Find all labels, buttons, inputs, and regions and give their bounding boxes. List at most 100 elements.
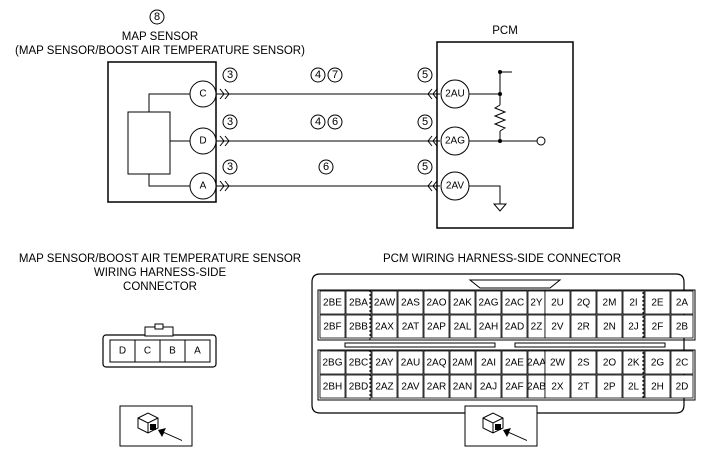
pcm-connector-cell-label: 2BC [349, 358, 368, 369]
pcm-connector-cell-label: 2BF [323, 322, 341, 333]
pcm-connector-title: PCM WIRING HARNESS-SIDE CONNECTOR [383, 253, 621, 265]
pcm-connector-cell [319, 290, 346, 315]
pcm-connector-cell [423, 314, 450, 339]
pcm-signal-terminal [536, 136, 546, 146]
pcm-connector-cell [644, 314, 671, 339]
pcm-connector-cell-label: 2C [676, 358, 689, 369]
pcm-connector-cell-label: 2L [628, 382, 640, 393]
pcm-connector-cell [319, 314, 346, 339]
wire-3-left-num-circle [222, 159, 238, 175]
pcm-pin-2av [440, 171, 470, 201]
pcm-connector-cell [397, 374, 424, 399]
pcm-connector-cell-label: 2AR [427, 382, 446, 393]
pcm-connector-cell-label: 2AB [527, 382, 546, 393]
sensor-connector-pin-c: C [144, 346, 151, 357]
pcm-connector-cell [544, 374, 571, 399]
pcm-connector-cell-label: 2J [628, 322, 639, 333]
pcm-connector-cell-label: 2Y [530, 298, 543, 309]
pcm-connector-cell-label: 2AY [375, 358, 393, 369]
sensor-box [107, 61, 217, 203]
sensor-terminal-chevron [219, 180, 230, 192]
ground-icon [492, 203, 508, 212]
wire-2-mid-num-a: 4 [315, 116, 321, 128]
pcm-connector-cell [570, 350, 597, 375]
pcm-connector-cell-label: 2AZ [375, 382, 393, 393]
pcm-connector-cell [397, 350, 424, 375]
pcm-connector-cell [345, 290, 372, 315]
pcm-connector-cell-label: 2AQ [426, 358, 446, 369]
pcm-connector-group-outline [642, 289, 696, 341]
pcm-block: PCM 2AU 2AG 2AV [436, 25, 574, 229]
sensor-connector-title-line-3: CONNECTOR [123, 281, 197, 293]
pcm-connector-cell-label: 2AD [505, 322, 524, 333]
pcm-connector-cell-label: 2T [578, 382, 590, 393]
pcm-connector-cell-label: 2AN [453, 382, 472, 393]
pcm-connector-cell [501, 374, 528, 399]
pcm-connector-group-outline [642, 349, 696, 401]
pcm-connector-cell [397, 314, 424, 339]
pcm-connector-cell-label: 2U [551, 298, 564, 309]
sensor-title: MAP SENSOR [122, 31, 198, 43]
wire-2-mid-num-a-circle [310, 114, 326, 130]
pcm-connector-cell [345, 350, 372, 375]
pcm-connector-cell-label: 2AX [375, 322, 394, 333]
pcm-connector-cell [596, 290, 623, 315]
pcm-connector-cell [544, 290, 571, 315]
pcm-connector-cell [371, 290, 398, 315]
pcm-connector-cell-label: 2AU [401, 358, 420, 369]
wire-1-right-num-circle [417, 67, 433, 83]
pcm-connector-cell [501, 350, 528, 375]
pcm-connector-cell-label: 2E [651, 298, 664, 309]
pcm-connector-cell-label: 2B [676, 322, 689, 333]
sensor-number-circle [149, 9, 165, 25]
sensor-connector-pin-a: A [194, 346, 201, 357]
pcm-connector-group-outline [317, 289, 371, 341]
pcm-connector-cell [371, 374, 398, 399]
sensor-connector-latch-tab [154, 323, 164, 330]
pcm-connector-cell-label: 2AE [505, 358, 524, 369]
pcm-pin-2av-label: 2AV [446, 181, 464, 192]
harness-wires: 3 3 3 4 7 4 6 6 5 5 5 [216, 67, 440, 192]
pcm-connector-cell-label: 2D [676, 382, 689, 393]
pcm-connector-cell [544, 350, 571, 375]
sensor-subtitle: (MAP SENSOR/BOOST AIR TEMPERATURE SENSOR… [15, 45, 305, 57]
pcm-connector-cell [423, 290, 450, 315]
pcm-connector-cell [449, 350, 476, 375]
pcm-connector-cell [622, 314, 645, 339]
pcm-connector-rail [344, 342, 666, 348]
pcm-connector-cell [622, 290, 645, 315]
pcm-connector-cell-label: 2AJ [480, 382, 497, 393]
pcm-connector-cell [371, 350, 398, 375]
pcm-connector-cell [501, 290, 528, 315]
pcm-connector-cell [596, 374, 623, 399]
wire-1-mid-num-b: 7 [332, 69, 338, 81]
pcm-connector-cell-label: 2AM [452, 358, 473, 369]
sensor-connector-title-line-2: WIRING HARNESS-SIDE [94, 267, 227, 279]
pcm-connector-cell-label: 2AF [505, 382, 523, 393]
pcm-connector-cell-label: 2M [603, 298, 617, 309]
pcm-connector-cell [475, 314, 502, 339]
pcm-connector-cell-label: 2O [603, 358, 617, 369]
pcm-connector-cell-label: 2N [603, 322, 616, 333]
pcm-connector-cell-label: 2BD [349, 382, 368, 393]
pcm-connector-cell-label: 2AI [481, 358, 496, 369]
map-sensor-block: 8 MAP SENSOR (MAP SENSOR/BOOST AIR TEMPE… [15, 9, 305, 203]
wire-3-mid-num: 6 [323, 161, 329, 173]
pcm-connector-cell [670, 374, 694, 399]
wire-1-mid-num-a: 4 [315, 69, 321, 81]
pcm-connector-cell-label: 2R [577, 322, 590, 333]
sensor-connector-pin-b: B [169, 346, 176, 357]
sensor-internal-wire-a [148, 174, 190, 187]
pcm-connector-cell [449, 290, 476, 315]
wire-1-left-num: 3 [227, 69, 233, 81]
pcm-connector-cell [570, 290, 597, 315]
pcm-connector-cell [319, 374, 346, 399]
pcm-connector-cell-label: 2A [676, 298, 689, 309]
pcm-connector-cell-label: 2S [577, 358, 590, 369]
pcm-connector-cell-label: 2BB [349, 322, 368, 333]
pcm-connector-cell [423, 350, 450, 375]
pcm-connector-cell [501, 314, 528, 339]
pcm-terminal-chevron [427, 88, 438, 100]
pcm-connector-cell-label: 2AS [401, 298, 420, 309]
